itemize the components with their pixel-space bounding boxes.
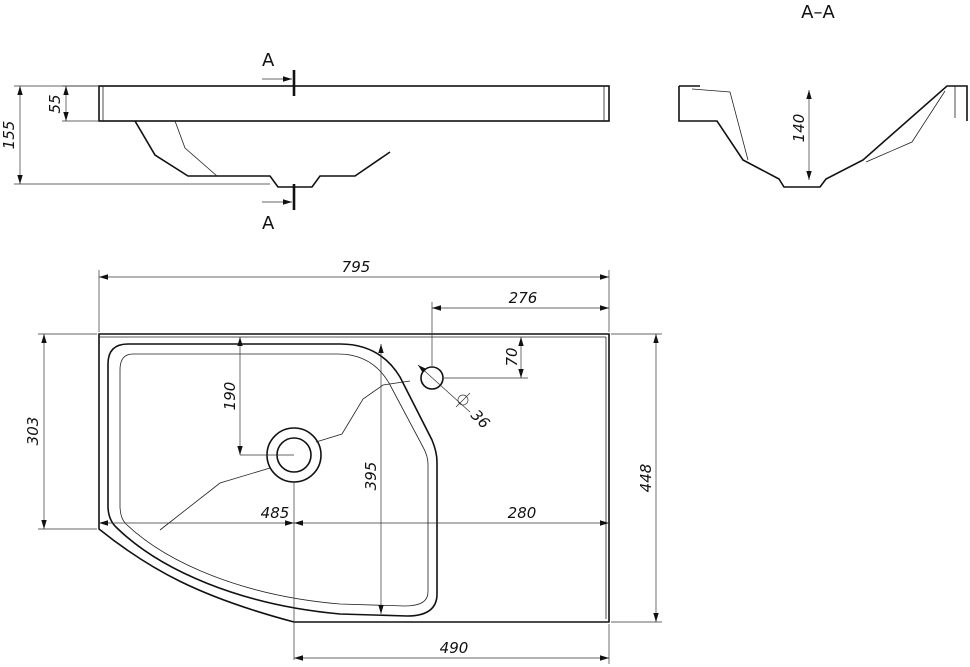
section-outer-profile [678,85,968,188]
dim-tap-offset-x: 276 [509,289,538,307]
basin-outer-rim [107,343,438,617]
dim-side-height-top: 55 [46,94,64,113]
basin-inner-rim [119,353,429,607]
dim-tap-diameter: 36 [467,406,493,432]
side-view-bowl-profile [134,120,391,188]
dim-bowl-depth: 395 [362,462,380,491]
dim-bottom-width: 490 [440,639,469,657]
section-marker-bottom: A [262,213,275,234]
dim-overall-depth: 448 [637,464,655,493]
tap-hole [420,366,444,390]
section-title: A–A [801,2,835,23]
dim-drain-left: 485 [261,504,290,522]
side-view-top-slab [98,85,610,122]
top-view: 795 276 70 36 190 303 448 395 [24,258,662,664]
dim-tap-offset-y: 70 [503,347,521,366]
section-marker-top: A [262,50,275,71]
side-view: A A 55 155 [0,50,610,234]
dim-overall-width: 795 [342,258,371,276]
section-view: A–A 140 [678,2,968,188]
dim-drain-offset-y: 190 [221,382,239,411]
dim-section-depth: 140 [790,114,808,143]
dim-drain-right: 280 [508,504,537,522]
top-view-outline [98,333,610,623]
dim-left-height: 303 [24,417,42,446]
dim-side-height-total: 155 [0,121,18,150]
